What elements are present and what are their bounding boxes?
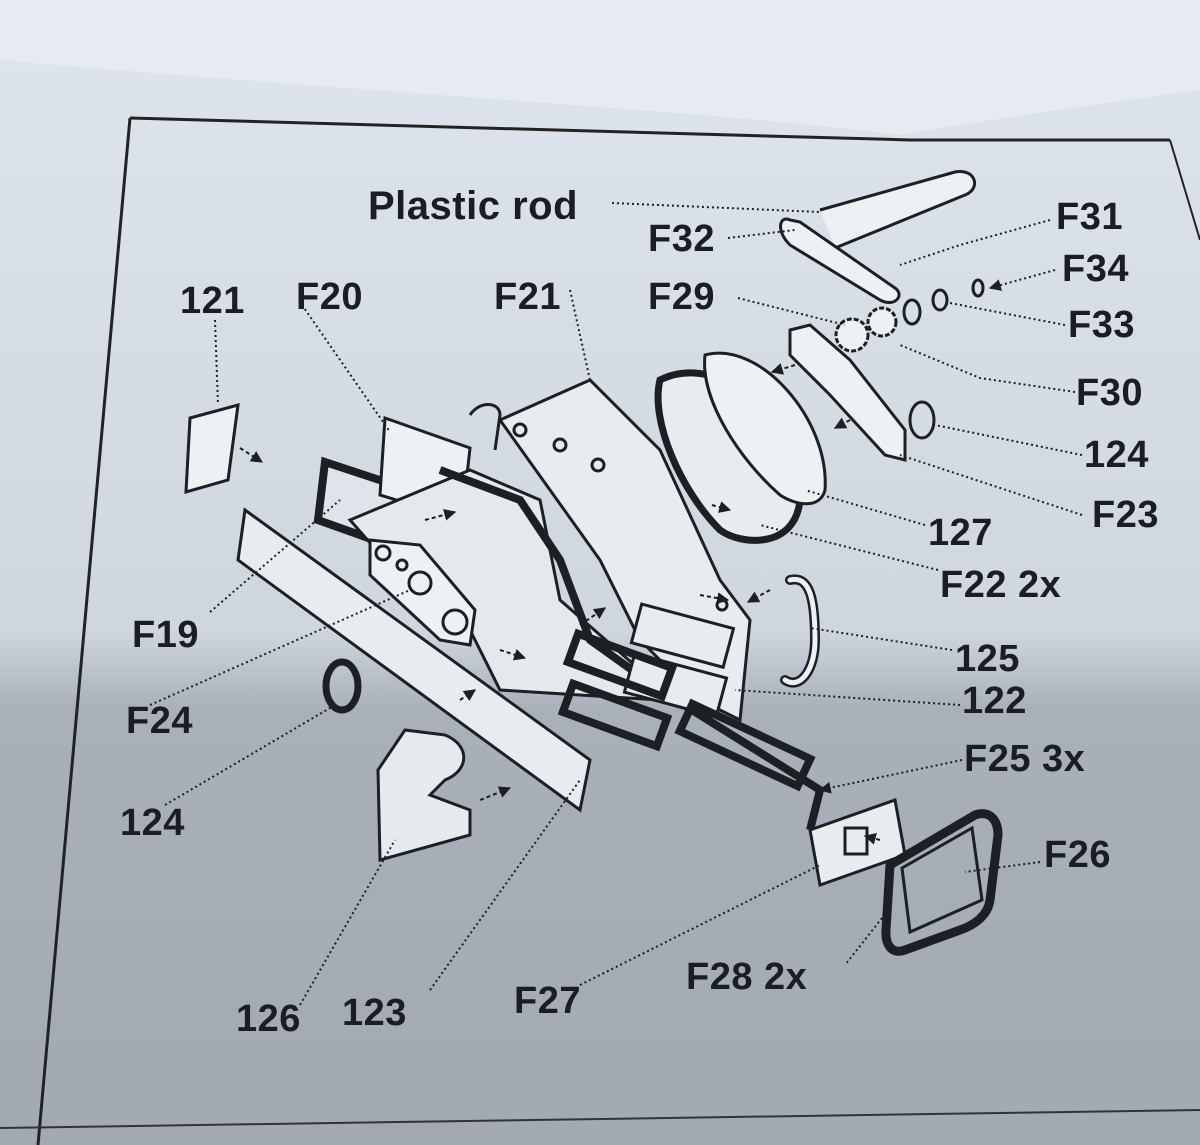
label-f20: F20	[296, 276, 363, 318]
frame-right-border	[1169, 139, 1200, 241]
label-f26: F26	[1044, 834, 1111, 876]
label-plastic-rod: Plastic rod	[368, 184, 579, 228]
label-f23: F23	[1092, 494, 1159, 536]
label-f30: F30	[1076, 372, 1143, 414]
label-f31: F31	[1056, 196, 1123, 238]
label-f29: F29	[648, 276, 715, 318]
label-125: 125	[955, 638, 1020, 680]
part-f30	[866, 306, 898, 338]
label-121: 121	[180, 280, 245, 322]
part-127	[703, 351, 827, 506]
label-f25: F25 3x	[964, 738, 1086, 780]
label-f21: F21	[494, 276, 561, 318]
label-127: 127	[928, 512, 993, 554]
label-124-right: 124	[1084, 434, 1149, 476]
part-f32	[779, 217, 901, 304]
label-f19: F19	[132, 614, 199, 656]
label-f33: F33	[1068, 304, 1135, 346]
part-126	[376, 728, 472, 862]
label-122: 122	[962, 680, 1027, 722]
part-124-right	[908, 400, 936, 440]
part-122	[629, 602, 736, 670]
part-f25	[562, 628, 678, 702]
part-f19	[236, 507, 592, 813]
frame-bottom-border	[0, 1109, 1200, 1129]
label-f22: F22 2x	[940, 564, 1062, 606]
label-f32: F32	[648, 218, 715, 260]
label-f34: F34	[1062, 248, 1129, 290]
part-plastic-rod	[819, 170, 977, 250]
frame-left-border	[36, 117, 132, 1145]
part-f23	[788, 323, 907, 462]
part-f33	[931, 288, 949, 312]
frame-border	[129, 116, 1170, 142]
label-f28: F28 2x	[686, 956, 808, 998]
label-124-left: 124	[120, 802, 185, 844]
label-123: 123	[342, 992, 407, 1034]
part-121	[184, 402, 240, 495]
paper-top-edge	[0, 0, 1200, 135]
label-126: 126	[236, 998, 301, 1040]
label-f27: F27	[514, 980, 581, 1022]
part-124-left	[322, 658, 362, 714]
part-f26	[881, 809, 1003, 956]
leader-lines	[149, 202, 1083, 1006]
label-f24: F24	[126, 700, 193, 742]
part-f34	[971, 278, 985, 298]
part-f29	[834, 317, 870, 353]
